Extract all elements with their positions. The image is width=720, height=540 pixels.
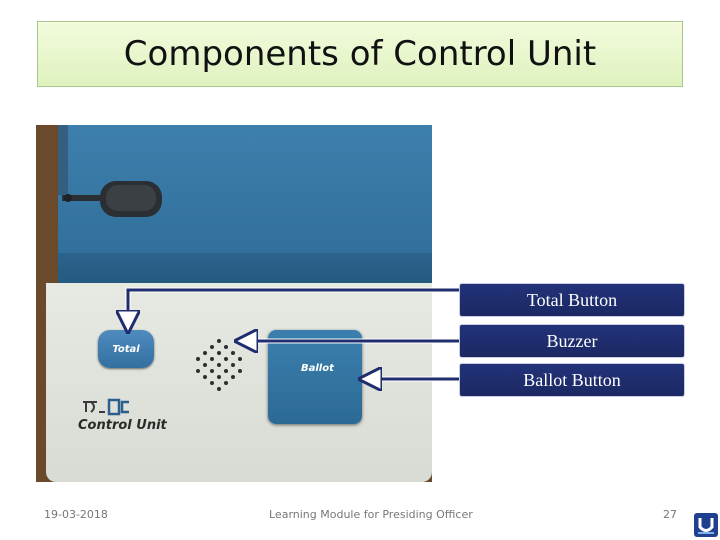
callout-buzzer: Buzzer: [459, 324, 685, 358]
callout-ballot-button: Ballot Button: [459, 363, 685, 397]
control-unit-label: Control Unit: [78, 418, 167, 433]
callout-total-button: Total Button: [459, 283, 685, 317]
corner-logo-icon: [694, 513, 718, 537]
slide-title: Components of Control Unit: [123, 34, 597, 74]
cover-latch-icon: [62, 181, 162, 217]
ballot-button-text: Ballot: [301, 363, 334, 374]
ballot-button: Ballot: [268, 330, 362, 424]
total-button: Total: [98, 330, 154, 368]
title-box: Components of Control Unit: [37, 21, 683, 87]
total-button-text: Total: [112, 343, 140, 355]
eci-logo-icon: [83, 398, 129, 416]
footer-date: 19-03-2018: [44, 508, 108, 521]
unit-side-notch: [58, 125, 68, 195]
speaker-grille-icon: [196, 339, 242, 391]
footer-module: Learning Module for Presiding Officer: [269, 508, 473, 521]
control-unit-photo: Total Ballot Control Unit: [36, 125, 432, 482]
unit-cover-band: [58, 253, 432, 283]
page-number: 27: [663, 508, 677, 521]
